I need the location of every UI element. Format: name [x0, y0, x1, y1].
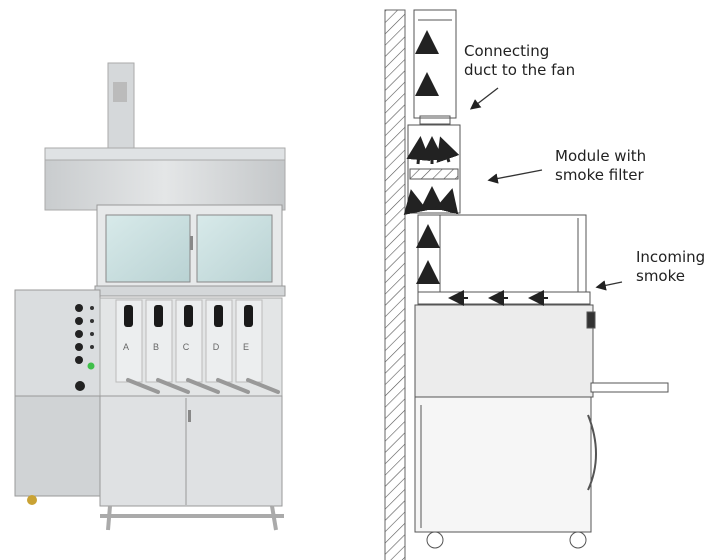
- smoke-pointer: [595, 280, 623, 291]
- label-duct-line1: Connecting: [464, 42, 550, 60]
- drawer-D: [205, 299, 233, 383]
- drawer-handle: [214, 305, 223, 327]
- label-filter-line2: smoke filter: [555, 166, 644, 184]
- hood-box: [439, 214, 587, 296]
- drawer-letter: B: [153, 342, 159, 352]
- duct-pointer: [469, 87, 499, 110]
- riser: [417, 214, 441, 298]
- wheel-right: [569, 531, 587, 549]
- legs: [100, 505, 284, 531]
- shelf: [94, 285, 286, 297]
- label-filter-line1: Module with: [555, 147, 647, 165]
- hood-top: [44, 147, 286, 161]
- skewer-rod: [216, 378, 250, 394]
- control-knobs: [75, 304, 95, 391]
- label-smoke-line1: Incoming: [636, 248, 706, 266]
- label-filter: Module with smoke filter: [555, 147, 646, 185]
- glass-door-right: [196, 214, 273, 283]
- wheel-left: [426, 531, 444, 549]
- label-smoke-line2: smoke: [636, 267, 685, 285]
- duct: [413, 9, 457, 119]
- skewer-rod: [156, 378, 190, 394]
- wall: [384, 9, 406, 560]
- door-handle: [190, 236, 193, 250]
- smoke-filter: [409, 168, 459, 180]
- chimney: [107, 62, 135, 150]
- drawers: A B C D E: [115, 299, 280, 394]
- label-duct: Connecting duct to the fan: [464, 42, 575, 80]
- chimney-vent: [113, 82, 127, 102]
- smoker-photo: A B C D E: [14, 62, 286, 531]
- drawer-letter: D: [213, 342, 220, 352]
- drawer-letter: E: [243, 342, 249, 352]
- label-pointers: [469, 87, 623, 291]
- lower-left-panel: [14, 395, 101, 497]
- flow-arrows: [403, 30, 548, 306]
- drawer-handle: [184, 305, 193, 327]
- oven-lower: [414, 396, 592, 533]
- label-duct-line2: duct to the fan: [464, 61, 576, 79]
- label-smoke: Incoming smoke: [636, 248, 705, 286]
- cabinet-handle: [188, 410, 191, 422]
- drawer-handle: [244, 305, 253, 327]
- drawer-handle: [154, 305, 163, 327]
- oven-body: [414, 304, 594, 398]
- drawer-handle: [124, 305, 133, 327]
- door-handle-arc: [587, 414, 597, 491]
- hood: [44, 159, 286, 211]
- skewer-rod: [246, 378, 280, 394]
- control-panel: [14, 289, 101, 399]
- skewer-rod: [126, 378, 160, 394]
- wheel: [27, 495, 37, 505]
- filter-pointer: [487, 169, 543, 184]
- drawer-letter: A: [123, 342, 129, 352]
- glass-door-left: [105, 214, 191, 283]
- side-shelf: [590, 382, 669, 393]
- drawer-letter: C: [183, 342, 190, 352]
- skewer-rod: [186, 378, 220, 394]
